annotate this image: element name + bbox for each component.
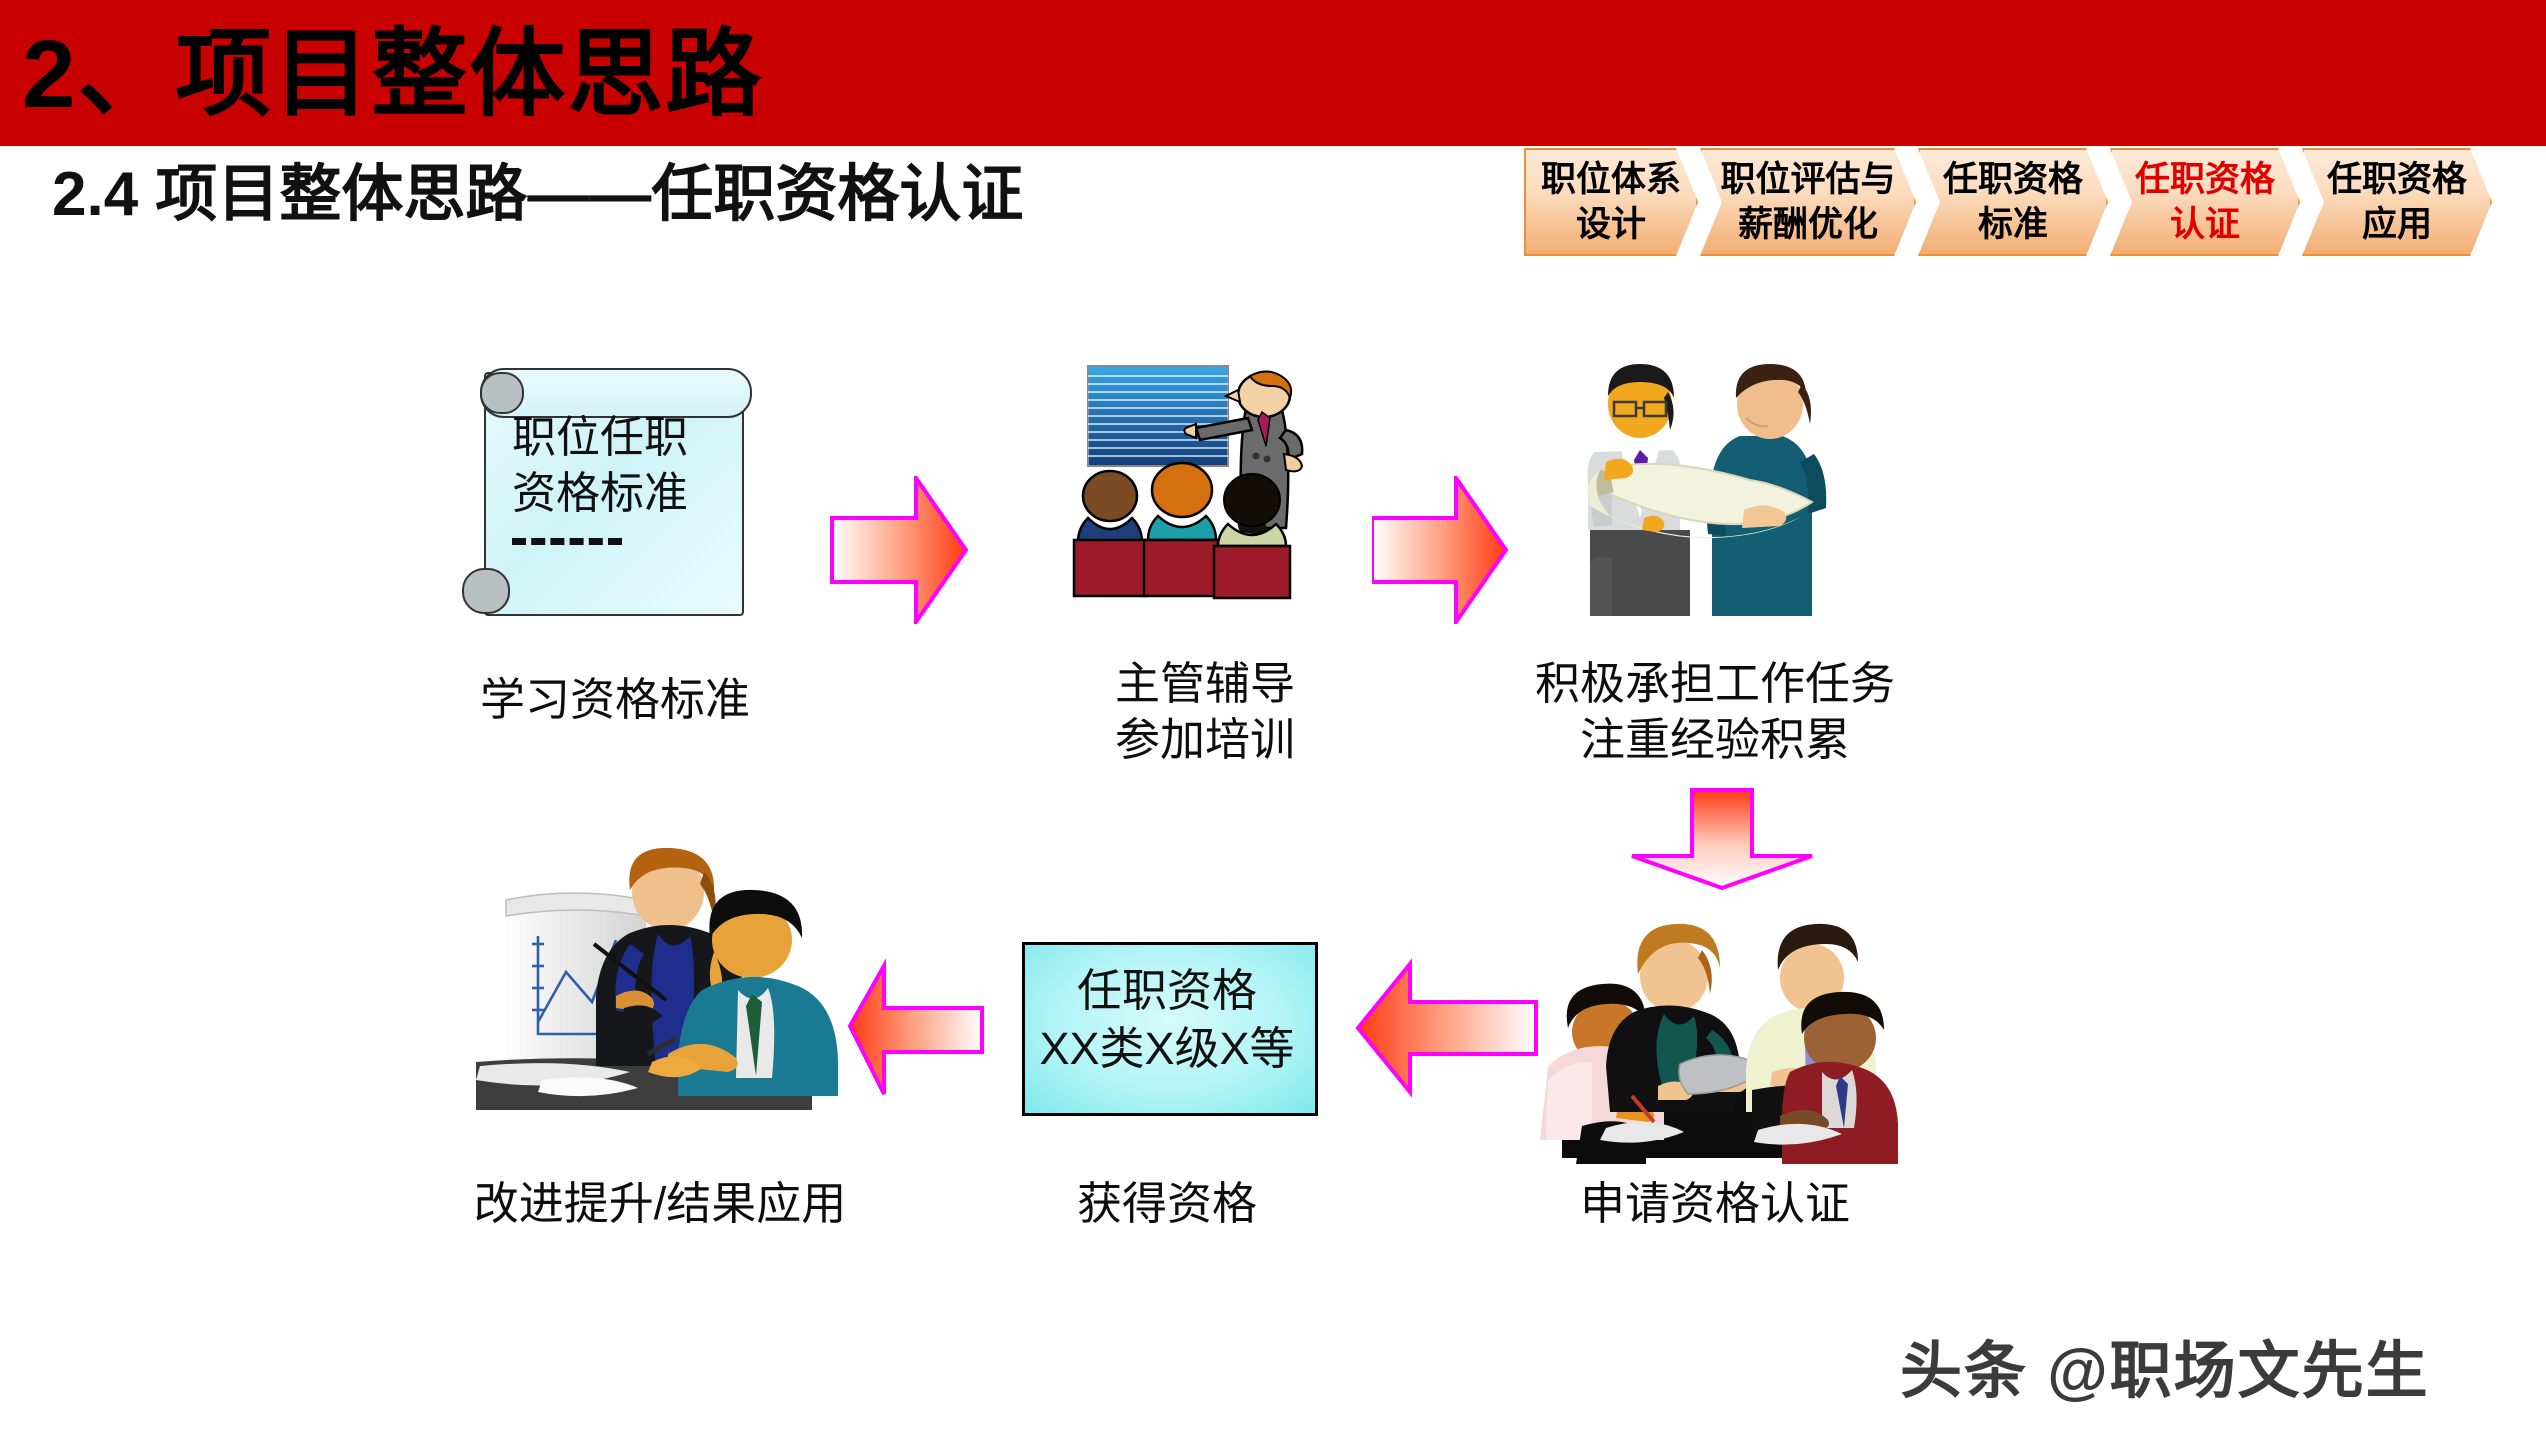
nav-chevron-3-line2: 标准	[1977, 205, 2048, 244]
nav-chevron-5-line2: 应用	[2361, 205, 2432, 244]
step2-caption: 主管辅导 参加培训	[965, 656, 1445, 768]
header-banner	[0, 0, 2546, 146]
watermark-text: 头条 @职场文先生	[1900, 1337, 2430, 1406]
nav-chevron-2[interactable]: 职位评估与 薪酬优化	[1700, 148, 1916, 256]
nav-chevron-1-line1: 职位体系	[1540, 160, 1681, 199]
step4-caption: 申请资格认证	[1579, 1178, 1850, 1229]
step2-illustration-training	[1060, 360, 1350, 645]
step6-caption: 改进提升/结果应用	[473, 1178, 847, 1229]
nav-chevron-5-line1: 任职资格	[2326, 160, 2467, 199]
nav-chevron-1[interactable]: 职位体系 设计	[1524, 148, 1698, 256]
step1-caption: 学习资格标准	[479, 674, 750, 725]
step4-illustration-meeting	[1522, 920, 1902, 1170]
nav-chevron-3[interactable]: 任职资格 标准	[1918, 148, 2108, 256]
qualification-result-text: 任职资格 XX类X级X等	[1022, 962, 1312, 1078]
nav-chevron-4-line2: 认证	[2169, 205, 2240, 244]
qualification-result-line2: XX类X级X等	[1039, 1023, 1295, 1074]
step2-caption-line2: 参加培训	[1114, 714, 1295, 765]
nav-chevron-4-active[interactable]: 任职资格 认证	[2110, 148, 2300, 256]
scroll-dashed-line	[512, 538, 622, 545]
scroll-text-line1: 职位任职	[512, 413, 688, 462]
nav-chevron-5[interactable]: 任职资格 应用	[2302, 148, 2492, 256]
scroll-knob-top-left-icon	[480, 372, 524, 414]
qualification-result-box	[1022, 942, 1318, 1116]
nav-chevron-2-line1: 职位评估与	[1720, 160, 1896, 199]
nav-chevron-1-line2: 设计	[1575, 205, 1646, 244]
step5-caption: 获得资格	[1076, 1178, 1257, 1229]
arrow-down-3	[1622, 766, 1822, 906]
step2-caption-line1: 主管辅导	[1114, 658, 1295, 709]
step6-illustration-flipchart	[452, 847, 852, 1138]
step3-caption: 积极承担工作任务 注重经验积累	[1480, 656, 1950, 768]
step3-illustration-blueprint-review	[1548, 362, 1868, 630]
step3-caption-line1: 积极承担工作任务	[1534, 658, 1895, 709]
scroll-text-block: 职位任职 资格标准	[498, 410, 752, 522]
nav-chevron-2-line2: 薪酬优化	[1737, 205, 1878, 244]
nav-chevron-3-line1: 任职资格	[1942, 160, 2083, 199]
arrow-right-2	[1370, 471, 1572, 629]
scroll-knob-bottom-left-icon	[462, 568, 510, 614]
scroll-top-roll	[480, 368, 752, 418]
step3-caption-line2: 注重经验积累	[1579, 714, 1850, 765]
process-breadcrumb-nav: 职位体系 设计 职位评估与 薪酬优化 任职资格 标准 任职资格 认证 任职资格 …	[1524, 148, 2508, 252]
qualification-result-line1: 任职资格	[1076, 965, 1257, 1016]
arrow-left-4	[1352, 958, 1542, 1098]
nav-chevron-4-line1: 任职资格	[2134, 160, 2275, 199]
scroll-text-line2: 资格标准	[512, 469, 688, 518]
arrow-right-1	[820, 471, 1020, 629]
page-title: 2、项目整体思路	[22, 21, 764, 128]
page-subtitle: 2.4 项目整体思路——任职资格认证	[52, 160, 1024, 229]
arrow-left-5	[846, 952, 1036, 1102]
